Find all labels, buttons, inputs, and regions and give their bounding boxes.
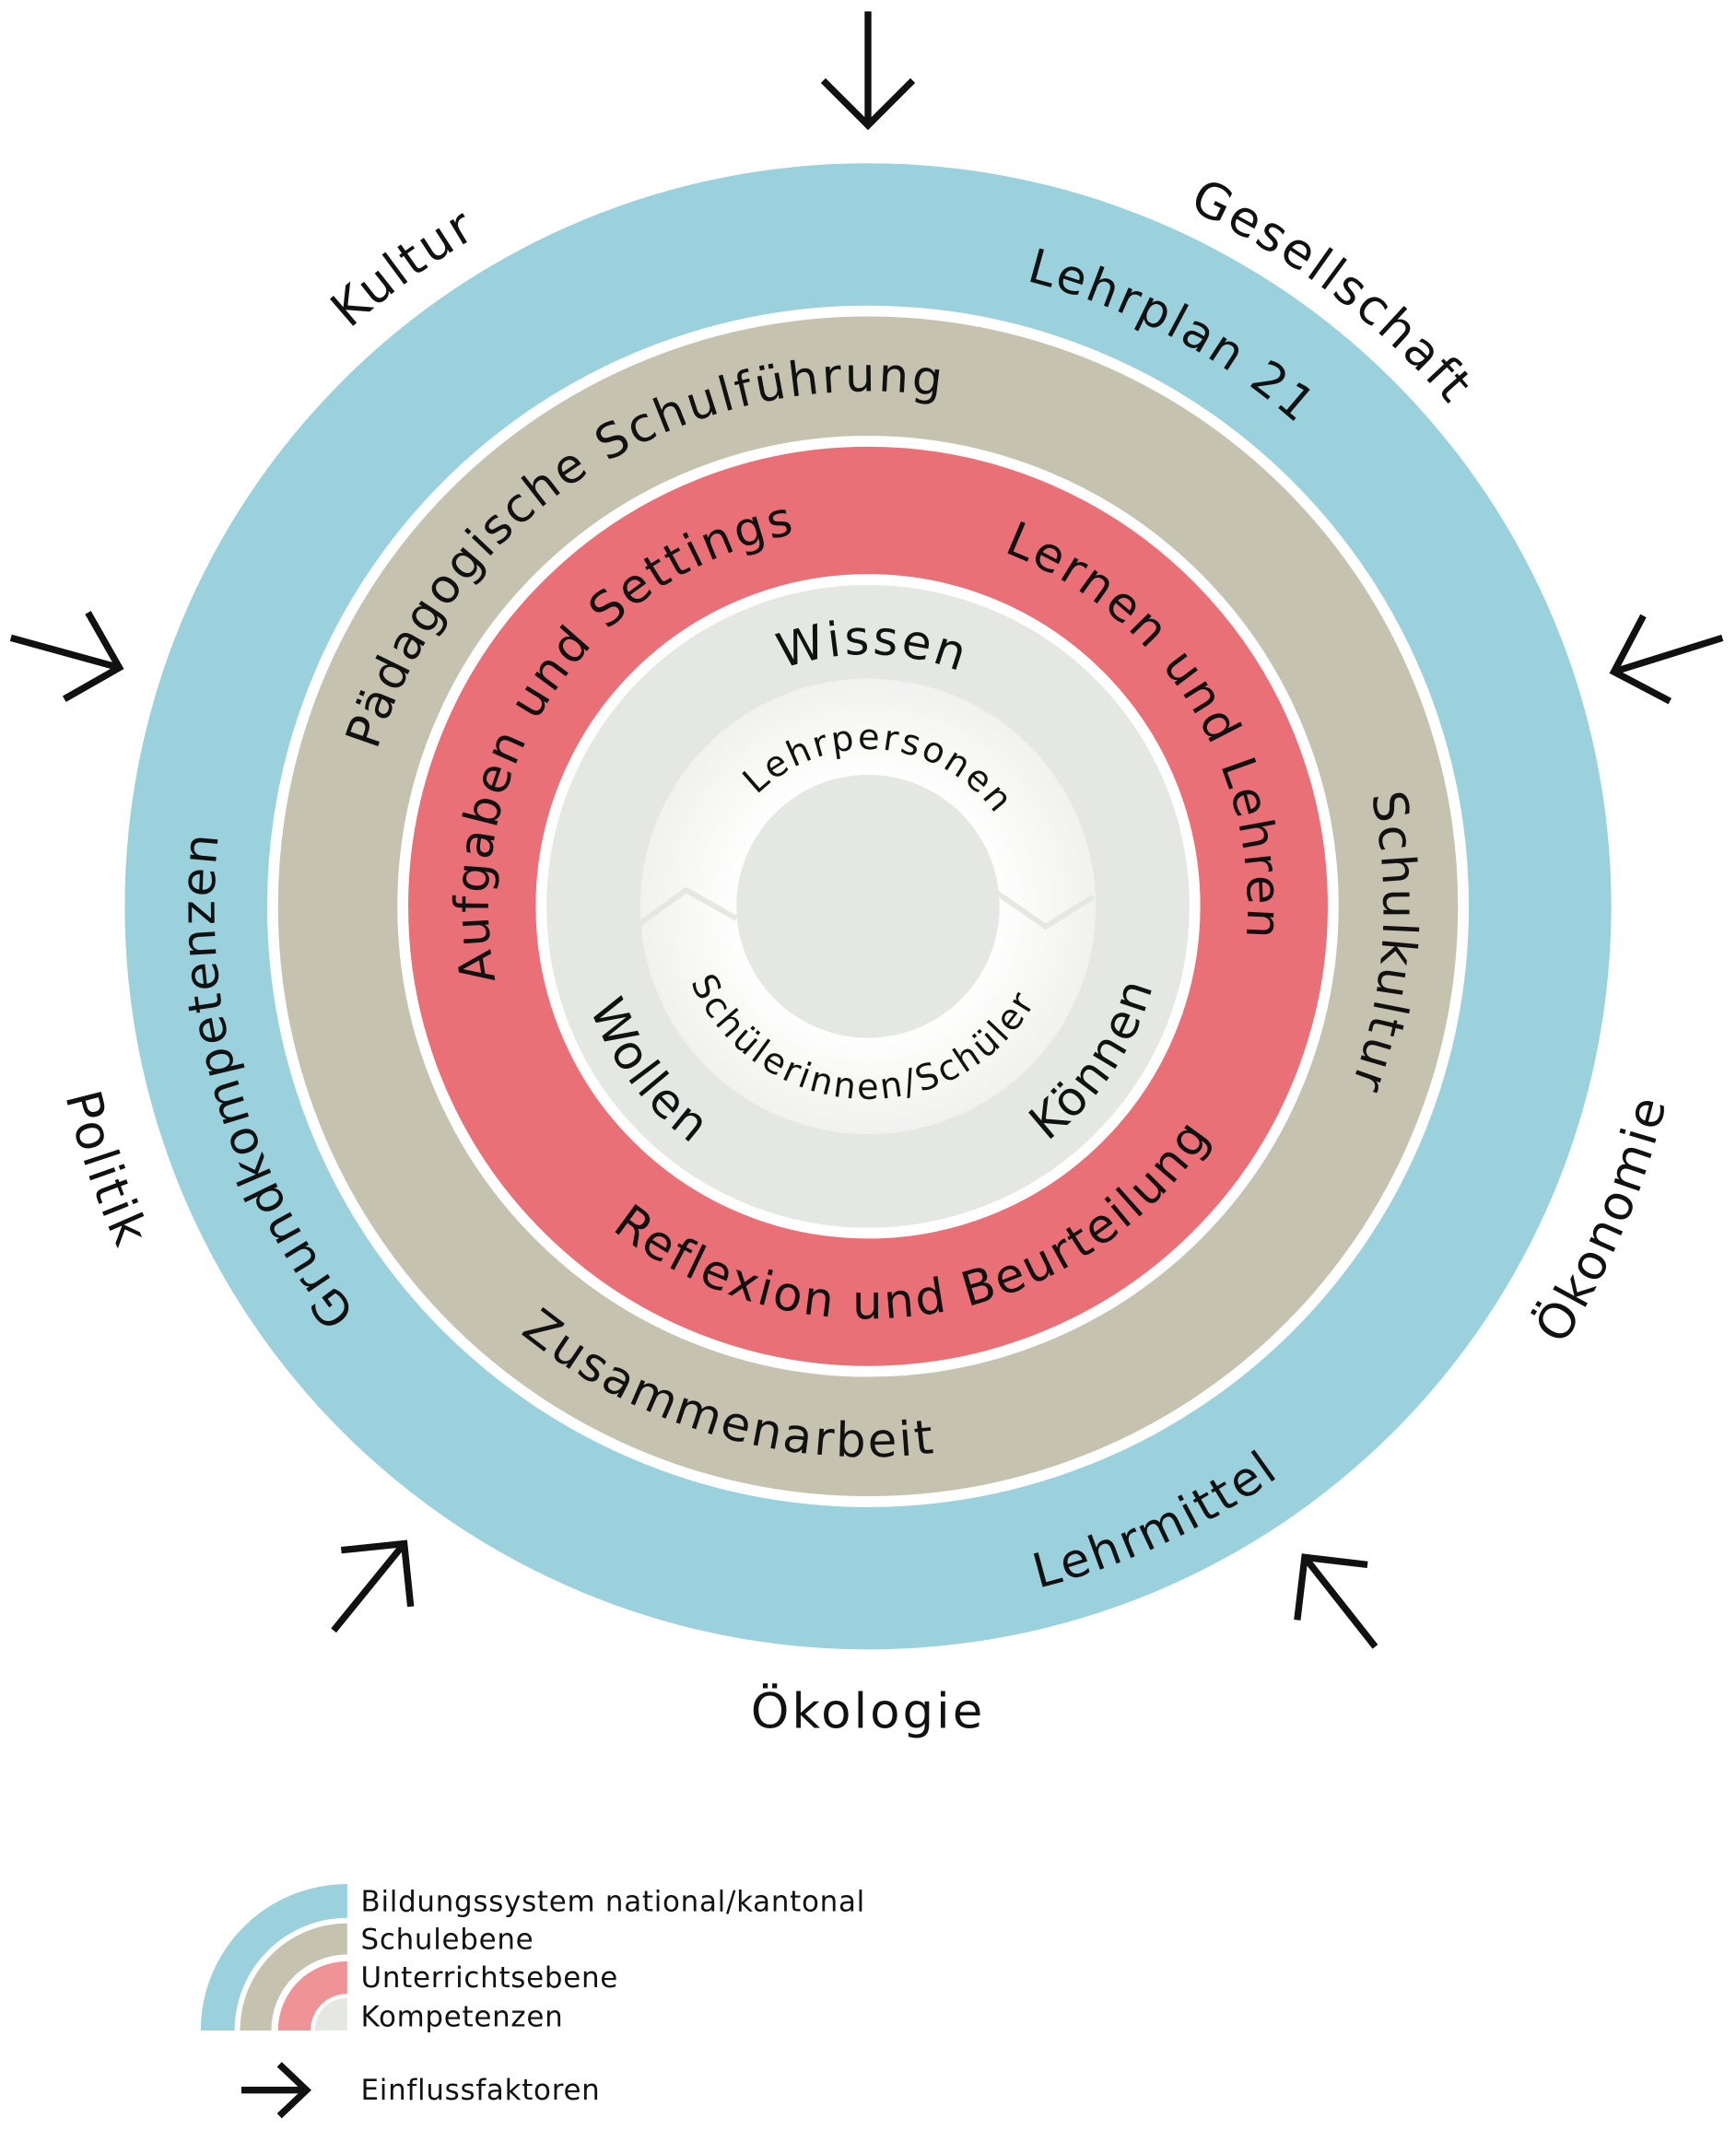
arrow-left-icon (9, 611, 124, 702)
legend-swatch-bildungssystem (200, 1884, 347, 2031)
legend-label-kompetenzen: Kompetenzen (361, 2001, 564, 2034)
legend-label-bildungssystem: Bildungssystem national/kantonal (361, 1885, 865, 1918)
arrow-bottom-left-icon (331, 1539, 415, 1633)
legend: Bildungssystem national/kantonal Schuleb… (200, 1884, 865, 2119)
factor-politik: Politik (53, 1085, 159, 1257)
arrow-right-icon (1609, 614, 1724, 705)
arrow-bottom-right-icon (1294, 1553, 1378, 1649)
core-separator-right (995, 890, 1095, 930)
legend-arrow-icon (240, 2062, 311, 2119)
legend-swatch-unterrichtsebene (277, 1960, 347, 2031)
legend-label-schulebene: Schulebene (361, 1924, 534, 1957)
legend-label-einflussfaktoren: Einflussfaktoren (361, 2074, 601, 2107)
legend-label-unterrichtsebene: Unterrichtsebene (361, 1961, 619, 1995)
core-center (736, 775, 1000, 1038)
factor-oekologie: Ökologie (751, 1683, 986, 1740)
core-separator-left (636, 886, 738, 928)
legend-swatch-schulebene (240, 1923, 347, 2031)
legend-swatch-kompetenzen (314, 1997, 347, 2031)
arrow-top-icon (820, 11, 916, 131)
